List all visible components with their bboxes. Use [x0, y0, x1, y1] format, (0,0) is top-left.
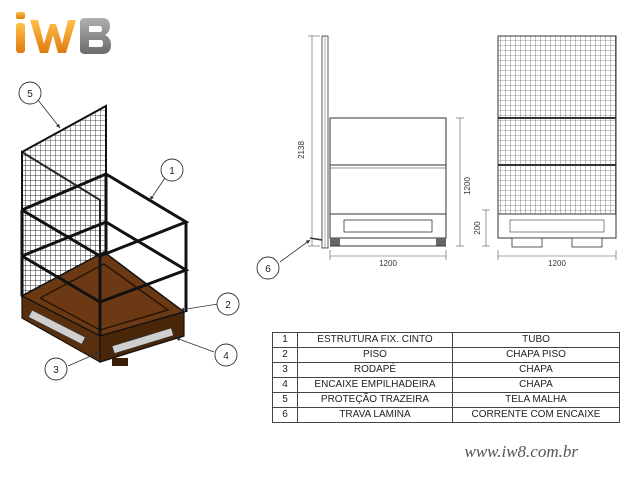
callout-label-4: 4: [223, 351, 229, 362]
website-url: www.iw8.com.br: [464, 442, 578, 461]
forklift-foot: [112, 358, 128, 366]
parts-cell-desc: TRAVA LAMINA: [297, 407, 453, 423]
tube-structure: [20, 172, 190, 336]
parts-cell-material: CHAPA: [452, 377, 620, 393]
iw8-logo: [16, 12, 111, 54]
parts-cell-material: CORRENTE COM ENCAIXE: [452, 407, 620, 423]
front-view: [497, 35, 617, 248]
isometric-view: [20, 104, 190, 366]
dim-height-cage: 1200: [463, 177, 472, 195]
callout-label-5: 5: [27, 89, 33, 100]
callout-label-6: 6: [265, 264, 271, 275]
forklift-pocket-right: [111, 327, 175, 355]
parts-cell-desc: ENCAIXE EMPILHADEIRA: [297, 377, 453, 393]
callout-label-2: 2: [225, 300, 231, 311]
parts-cell-desc: PROTEÇÃO TRAZEIRA: [297, 392, 453, 408]
parts-cell-material: TUBO: [452, 332, 620, 348]
parts-cell-num: 3: [272, 362, 298, 378]
callout-label-3: 3: [53, 365, 59, 376]
forklift-pocket-left: [27, 309, 86, 345]
parts-cell-material: CHAPA: [452, 362, 620, 378]
parts-cell-num: 6: [272, 407, 298, 423]
dim-width-side: 1200: [379, 259, 397, 268]
parts-cell-desc: PISO: [297, 347, 453, 363]
callout-circle-6: [256, 256, 280, 280]
side-view: [309, 35, 447, 249]
dim-height-total: 2138: [297, 141, 306, 159]
callout-circle-3: [44, 357, 68, 381]
parts-cell-desc: RODAPÉ: [297, 362, 453, 378]
parts-cell-num: 4: [272, 377, 298, 393]
parts-cell-num: 1: [272, 332, 298, 348]
callout-circle-4: [214, 343, 238, 367]
callout-circle-5: [18, 81, 42, 105]
parts-cell-num: 5: [272, 392, 298, 408]
parts-cell-material: CHAPA PISO: [452, 347, 620, 363]
callout-circle-1: [160, 158, 184, 182]
parts-cell-num: 2: [272, 347, 298, 363]
callout-label-1: 1: [169, 166, 175, 177]
dim-width-front: 1200: [548, 259, 566, 268]
parts-cell-desc: ESTRUTURA FIX. CINTO: [297, 332, 453, 348]
parts-cell-material: TELA MALHA: [452, 392, 620, 408]
dim-base-height: 200: [473, 221, 482, 235]
callout-circle-2: [216, 292, 240, 316]
